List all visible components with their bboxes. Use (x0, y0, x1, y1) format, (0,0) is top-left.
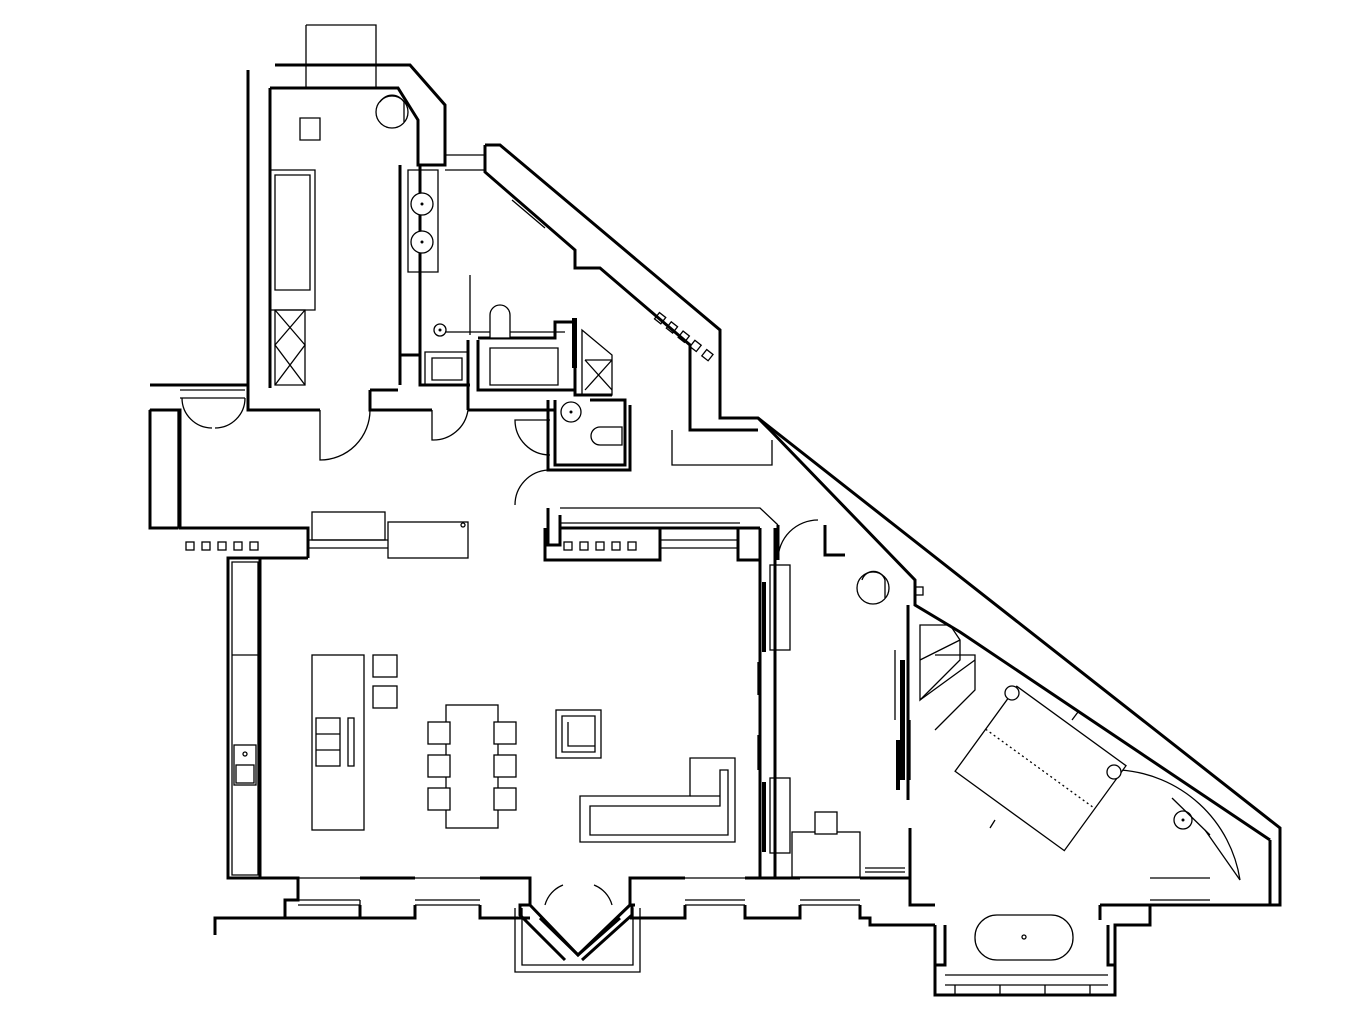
dining-chair (427, 721, 451, 745)
dining-chair (427, 754, 451, 778)
double-bed (954, 685, 1127, 852)
door-hall (319, 409, 371, 461)
dining-chair (493, 787, 517, 811)
dining-chair (493, 754, 517, 778)
freestanding-bathtub (974, 914, 1074, 961)
column-heaters (185, 311, 924, 596)
column-heater (375, 95, 409, 129)
sofa (579, 757, 736, 843)
dining-chair (427, 787, 451, 811)
armchair (555, 709, 602, 759)
desk (791, 831, 861, 878)
kitchen-island (311, 654, 365, 831)
sliding-panels (572, 318, 911, 873)
dining-table (445, 704, 499, 829)
toilet (489, 304, 511, 339)
dining-chair (493, 721, 517, 745)
door-swings (181, 397, 1241, 906)
exterior-walls (148, 24, 1282, 997)
furniture (149, 94, 1211, 961)
